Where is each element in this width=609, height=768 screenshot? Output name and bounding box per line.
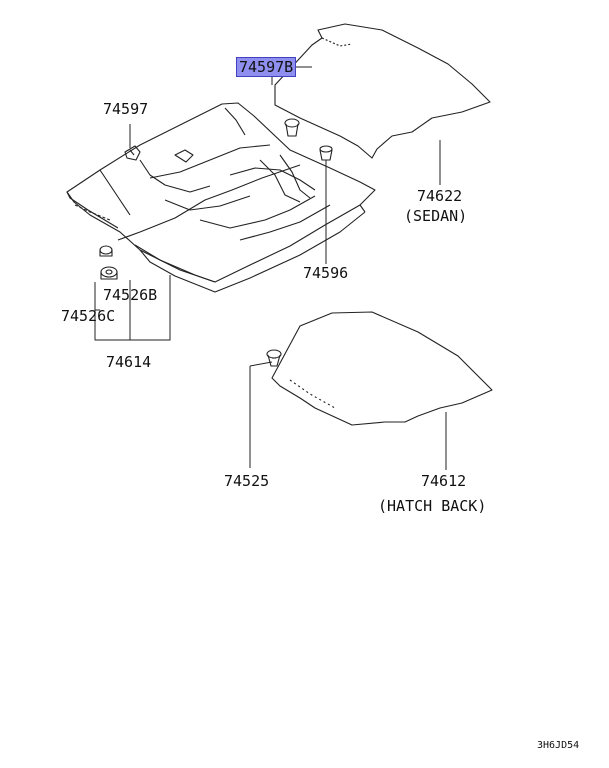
sedan-trunk-mat	[274, 23, 491, 159]
label-74597b[interactable]: 74597B	[236, 57, 297, 77]
label-sedan: (SEDAN)	[404, 207, 468, 225]
nut-74526c	[100, 266, 118, 280]
clip-74597b	[284, 118, 300, 137]
label-74612[interactable]: 74612	[421, 472, 467, 490]
nut-74526b	[99, 245, 113, 257]
label-hatchback: (HATCH BACK)	[378, 497, 487, 515]
diagram-code: 3H6JD54	[537, 740, 580, 751]
label-74597[interactable]: 74597	[103, 100, 149, 118]
label-74526b[interactable]: 74526B	[103, 286, 158, 304]
floor-carpet	[66, 102, 376, 293]
leader-lines	[94, 66, 447, 470]
label-74622[interactable]: 74622	[417, 187, 463, 205]
clip-74597	[124, 145, 141, 161]
hatchback-luggage-mat	[271, 311, 493, 426]
screw-74525	[266, 349, 282, 367]
label-74526c[interactable]: 74526C	[61, 307, 116, 325]
label-74614[interactable]: 74614	[106, 353, 152, 371]
label-74596[interactable]: 74596	[303, 264, 349, 282]
clip-74596	[319, 145, 333, 161]
label-74525[interactable]: 74525	[224, 472, 270, 490]
